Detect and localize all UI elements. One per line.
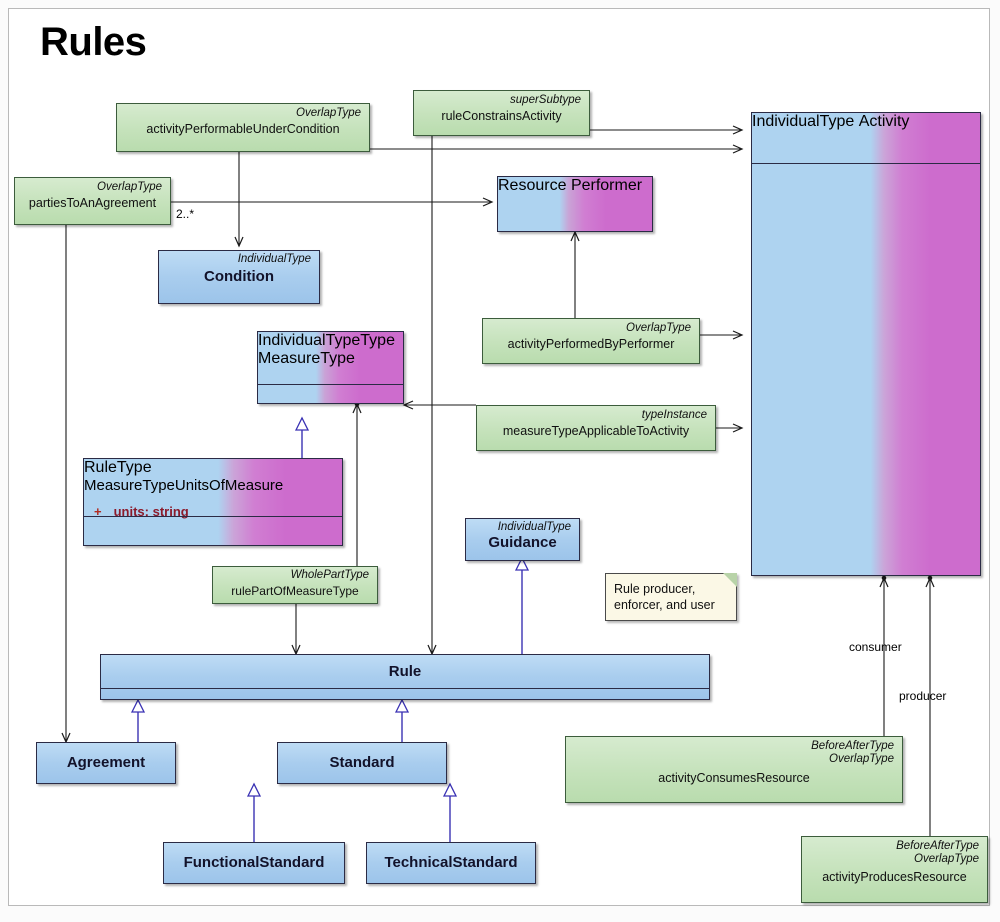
class-Standard[interactable]: Standard xyxy=(277,742,447,784)
class-MeasureTypeUnitsOfMeasure[interactable]: RuleType MeasureTypeUnitsOfMeasure + unit… xyxy=(83,458,343,546)
role-label-producer: producer xyxy=(899,689,947,703)
association-name: activityConsumesResource xyxy=(658,771,810,785)
class-name: Standard xyxy=(329,754,395,771)
association-name: activityPerformableUnderCondition xyxy=(146,122,340,136)
class-name: Agreement xyxy=(66,754,146,771)
stereotype-label: OverlapType xyxy=(97,181,162,193)
class-name: MeasureType xyxy=(258,350,355,367)
class-Agreement[interactable]: Agreement xyxy=(36,742,176,784)
stereotype-label: BeforeAfterType xyxy=(811,740,894,752)
stereotype-label: IndividualTypeType xyxy=(258,332,395,349)
note-fold-icon xyxy=(723,573,737,587)
association-name: activityPerformedByPerformer xyxy=(507,337,675,351)
stereotype-label: IndividualType xyxy=(752,113,855,130)
compartment-divider xyxy=(101,688,709,689)
stereotype-label: OverlapType xyxy=(626,322,691,334)
stereotype-label: IndividualType xyxy=(497,521,571,533)
association-name: ruleConstrainsActivity xyxy=(441,109,562,123)
class-name: Performer xyxy=(570,177,643,194)
class-attribute: + units: string xyxy=(84,504,342,519)
association-activityPerformableUnderCondition[interactable]: OverlapType activityPerformableUnderCond… xyxy=(116,103,370,152)
class-FunctionalStandard[interactable]: FunctionalStandard xyxy=(163,842,345,884)
visibility-marker: + xyxy=(94,504,102,519)
page-title: Rules xyxy=(40,20,147,64)
class-Condition[interactable]: IndividualType Condition xyxy=(158,250,320,304)
compartment-divider xyxy=(752,163,980,164)
association-activityProducesResource[interactable]: BeforeAfterType OverlapType activityProd… xyxy=(801,836,988,903)
note-line-2: enforcer, and user xyxy=(614,598,715,612)
association-name: partiesToAnAgreement xyxy=(28,196,157,210)
association-name: rulePartOfMeasureType xyxy=(231,584,359,598)
stereotype-label: Resource xyxy=(498,177,567,194)
class-name: MeasureTypeUnitsOfMeasure xyxy=(84,477,284,494)
class-name: Guidance xyxy=(488,534,557,551)
note-rule-producer: Rule producer, enforcer, and user xyxy=(605,573,737,621)
stereotype-label: OverlapType xyxy=(296,107,361,119)
association-activityPerformedByPerformer[interactable]: OverlapType activityPerformedByPerformer xyxy=(482,318,700,364)
stereotype-label: RuleType xyxy=(84,459,152,476)
class-Guidance[interactable]: IndividualType Guidance xyxy=(465,518,580,561)
stereotype-label: BeforeAfterType xyxy=(896,840,979,852)
class-MeasureType[interactable]: IndividualTypeType MeasureType xyxy=(257,331,404,404)
class-Activity[interactable]: IndividualType Activity xyxy=(751,112,981,576)
compartment-divider xyxy=(84,516,342,517)
note-line-1: Rule producer, xyxy=(614,582,696,596)
association-activityConsumesResource[interactable]: BeforeAfterType OverlapType activityCons… xyxy=(565,736,903,803)
multiplicity-label-2star: 2..* xyxy=(176,207,195,221)
class-name: Rule xyxy=(388,663,422,680)
stereotype-label: IndividualType xyxy=(237,253,311,265)
class-name: FunctionalStandard xyxy=(183,854,325,871)
stereotype-label-2: OverlapType xyxy=(914,853,979,865)
compartment-divider xyxy=(258,384,403,385)
association-name: activityProducesResource xyxy=(822,870,967,884)
class-Performer[interactable]: Resource Performer xyxy=(497,176,653,232)
stereotype-label: superSubtype xyxy=(510,94,581,106)
association-measureTypeApplicableToActivity[interactable]: typeInstance measureTypeApplicableToActi… xyxy=(476,405,716,451)
association-partiesToAnAgreement[interactable]: OverlapType partiesToAnAgreement xyxy=(14,177,171,225)
association-name: measureTypeApplicableToActivity xyxy=(502,424,690,438)
class-TechnicalStandard[interactable]: TechnicalStandard xyxy=(366,842,536,884)
class-name: TechnicalStandard xyxy=(384,854,518,871)
stereotype-label-2: OverlapType xyxy=(829,753,894,765)
association-ruleConstrainsActivity[interactable]: superSubtype ruleConstrainsActivity xyxy=(413,90,590,136)
role-label-consumer: consumer xyxy=(849,640,902,654)
stereotype-label: WholePartType xyxy=(290,569,369,581)
class-name: Activity xyxy=(858,113,910,130)
attribute-text: units: string xyxy=(113,504,189,519)
class-Rule[interactable]: Rule xyxy=(100,654,710,700)
stereotype-label: typeInstance xyxy=(641,409,707,421)
class-name: Condition xyxy=(204,268,274,285)
association-rulePartOfMeasureType[interactable]: WholePartType rulePartOfMeasureType xyxy=(212,566,378,604)
